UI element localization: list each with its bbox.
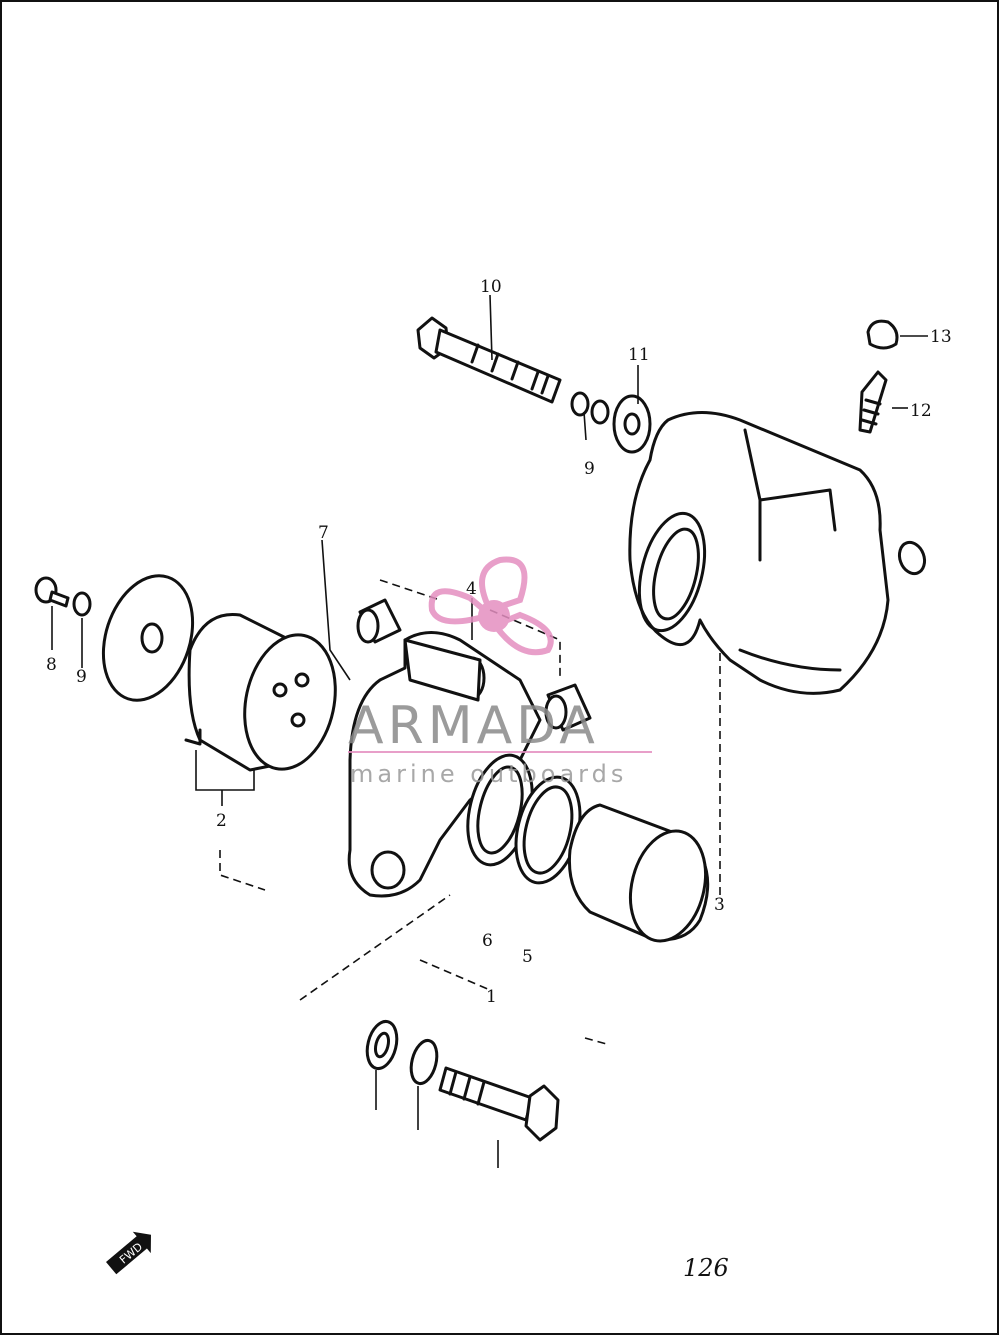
assembly-guide-lines [219, 579, 721, 1046]
label-10: 10 [480, 277, 502, 297]
label-7: 7 [318, 523, 329, 543]
washer-part-9 [72, 591, 92, 617]
label-9: 9 [76, 667, 87, 687]
sleeve-part-4 [356, 598, 592, 732]
label-5: 5 [522, 947, 533, 967]
dust-seal-part-5 [514, 775, 582, 885]
bleeder-valve-part-12 [858, 370, 888, 434]
caliper-bolt-lower [438, 1066, 560, 1142]
label-8: 8 [46, 655, 57, 675]
washer-set-upper [570, 391, 652, 454]
armada-watermark: ARMADA marine outboards [348, 556, 652, 788]
fwd-direction-marker: FWD [106, 1231, 151, 1275]
label-12: 12 [910, 401, 932, 421]
label-2: 2 [216, 811, 227, 831]
propeller-logo-icon [428, 556, 554, 656]
label-13: 13 [930, 327, 952, 347]
watermark-subtitle: marine outboards [350, 760, 627, 788]
label-6: 6 [482, 931, 493, 951]
washer-set-lower [365, 1019, 439, 1086]
pad-plate-disc [101, 574, 195, 702]
label-4: 4 [466, 579, 477, 599]
caliper-bolt-part-10 [416, 316, 562, 404]
screw-part-8 [34, 576, 70, 608]
part-number-labels: 10 11 13 12 9 7 4 8 9 2 6 5 3 1 [46, 277, 952, 1007]
piston-assembly-part-2 [184, 612, 337, 772]
watermark-title: ARMADA [348, 696, 599, 756]
label-1: 1 [486, 987, 497, 1007]
label-3: 3 [714, 895, 725, 915]
caliper-bracket-part-7 [347, 631, 542, 898]
caliper-housing [628, 411, 927, 695]
label-9-upper: 9 [584, 459, 595, 479]
bleeder-cap-part-13 [866, 319, 899, 350]
piston-part-3 [567, 803, 710, 943]
page-number: 126 [683, 1254, 729, 1282]
label-11: 11 [628, 345, 650, 365]
